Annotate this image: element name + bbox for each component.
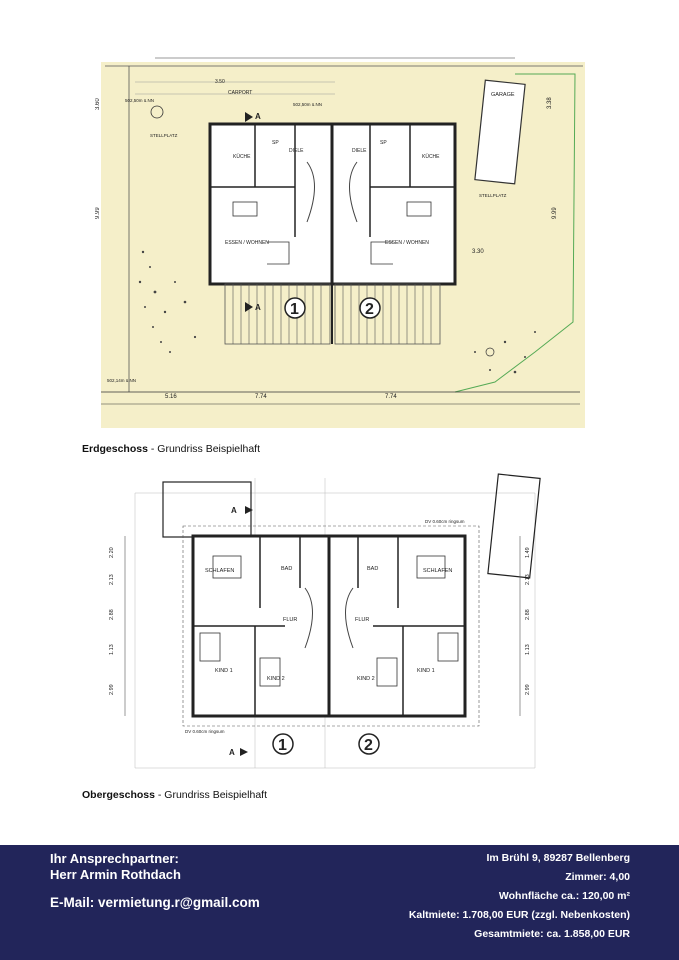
unit-1-marker	[284, 297, 306, 319]
upper-unit-1-label: 1	[278, 737, 287, 754]
bad-left: BAD	[281, 566, 292, 572]
section-mark-top: A	[255, 112, 261, 121]
ground-caption-rest: - Grundriss Beispielhaft	[147, 443, 260, 455]
upper-floor-drawing: DV 0.60cm ringsum DV 0.60cm ringsum SCHL…	[109, 473, 541, 769]
listing-area: Wohnfläche ca.: 120,00 m²	[498, 890, 630, 902]
listing-address: Im Brühl 9, 89287 Bellenberg	[486, 852, 630, 864]
upper-dim-left-1: 2.20	[109, 547, 115, 558]
diele-right: DIELE	[352, 148, 367, 154]
ground-floor-plan: GARAGE	[95, 52, 585, 428]
listing-details: Im Brühl 9, 89287 Bellenberg Zimmer: 4,0…	[409, 849, 630, 944]
listing-rent-cold: Kaltmiete: 1.708,00 EUR (zzgl. Nebenkost…	[408, 909, 630, 921]
upper-unit-2-label: 2	[364, 737, 373, 754]
upper-caption-bold: Obergeschoss	[82, 789, 155, 801]
upper-unit-1-marker	[272, 733, 294, 755]
upper-dim-left-4: 1.13	[109, 644, 115, 655]
dim-left-2: 9.99	[95, 207, 101, 219]
upper-dim-right-2: 2.13	[525, 574, 531, 585]
essen-wohnen-left: ESSEN / WOHNEN	[225, 240, 269, 246]
dv-ring	[182, 525, 480, 727]
unit-2-label: 2	[365, 301, 374, 318]
kind2-left: KIND 2	[267, 676, 285, 682]
vegetation	[138, 250, 536, 374]
contact-name: Herr Armin Rothdach	[50, 867, 181, 882]
kind1-right: KIND 1	[417, 668, 435, 674]
ground-floor-caption: Erdgeschoss - Grundriss Beispielhaft	[82, 443, 260, 455]
dim-top-carport: 3.50	[215, 79, 225, 85]
carport-label: CARPORT	[228, 90, 252, 96]
dv-label-bottom: DV 0.60cm ringsum	[185, 729, 225, 734]
garage-outline	[487, 473, 541, 579]
unit-2-marker	[359, 297, 381, 319]
dim-right-1: 3.38	[547, 97, 553, 109]
schlafen-left: SCHLAFEN	[205, 568, 234, 574]
kueche-right: KÜCHE	[422, 153, 440, 160]
kind1-left: KIND 1	[215, 668, 233, 674]
height-label-1: 502,50m ü.NN	[125, 98, 154, 103]
schlafen-right: SCHLAFEN	[423, 568, 452, 574]
upper-dim-left-3: 2.88	[109, 609, 115, 620]
contact-email[interactable]: E-Mail: vermietung.r@gmail.com	[50, 895, 260, 910]
listing-rooms: Zimmer: 4,00	[565, 871, 630, 883]
dim-bottom-1: 5.16	[165, 394, 177, 400]
ground-caption-bold: Erdgeschoss	[82, 443, 148, 455]
contact-block: Ihr Ansprechpartner: Herr Armin Rothdach…	[50, 851, 260, 910]
garage	[474, 79, 526, 185]
unit-1-label: 1	[290, 301, 299, 318]
dim-right-2: 9.99	[552, 207, 558, 219]
dim-bottom-2: 7.74	[255, 394, 267, 400]
sp-left: SP	[272, 140, 279, 146]
upper-dim-right-5: 2.99	[525, 684, 531, 695]
garage-label: GARAGE	[491, 92, 515, 98]
upper-section-bottom: A	[229, 748, 235, 757]
upper-caption-rest: - Grundriss Beispielhaft	[154, 789, 267, 801]
dv-label-top: DV 0.60cm ringsum	[425, 519, 465, 524]
ground-floor-drawing: GARAGE	[95, 57, 585, 428]
height-label-2: 502,50m ü.NN	[293, 102, 322, 107]
bad-right: BAD	[367, 566, 378, 572]
dim-right-3: 3.30	[472, 249, 484, 255]
dim-bottom-3: 7.74	[385, 394, 397, 400]
upper-dim-right-4: 1.13	[525, 644, 531, 655]
diele-left: DIELE	[289, 148, 304, 154]
upper-floor-plan: DV 0.60cm ringsum DV 0.60cm ringsum SCHL…	[95, 468, 585, 778]
kind2-right: KIND 2	[357, 676, 375, 682]
essen-wohnen-right: ESSEN / WOHNEN	[385, 240, 429, 246]
stellplatz-left: STELLPLATZ	[150, 133, 178, 138]
stellplatz-right: STELLPLATZ	[479, 193, 507, 198]
sp-right: SP	[380, 140, 387, 146]
carport-outline	[162, 481, 252, 538]
listing-rent-total: Gesamtmiete: ca. 1.858,00 EUR	[474, 928, 630, 940]
tree-icon	[485, 347, 495, 357]
flur-right: FLUR	[355, 617, 369, 623]
upper-dim-left-5: 2.99	[109, 684, 115, 695]
upper-unit-2-marker	[358, 733, 380, 755]
section-mark-bottom: A	[255, 303, 261, 312]
upper-dim-right-1: 1.49	[525, 547, 531, 558]
upper-dim-left-2: 2.13	[109, 574, 115, 585]
dim-left-1: 3.60	[95, 98, 101, 110]
kueche-left: KÜCHE	[233, 153, 251, 160]
upper-floor-caption: Obergeschoss - Grundriss Beispielhaft	[82, 789, 267, 801]
height-label-3: 502,14m ü.NN	[107, 378, 136, 383]
tree-icon	[150, 105, 164, 119]
upper-section-top: A	[231, 506, 237, 515]
contact-footer: Ihr Ansprechpartner: Herr Armin Rothdach…	[0, 845, 679, 960]
flur-left: FLUR	[283, 617, 297, 623]
contact-label: Ihr Ansprechpartner:	[50, 851, 179, 866]
upper-dim-right-3: 2.88	[525, 609, 531, 620]
